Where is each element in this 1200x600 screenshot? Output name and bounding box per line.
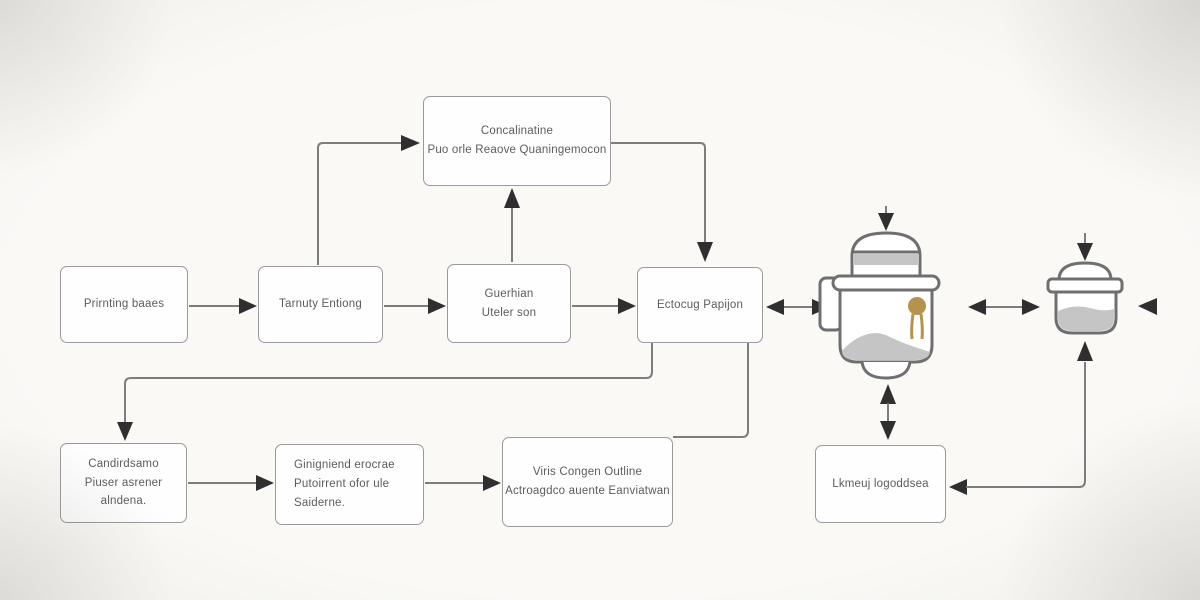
node-right-process: Lkmeuj logoddsea xyxy=(815,445,946,523)
arrow-top-step4 xyxy=(611,142,713,262)
arrow-step4-bottom1 xyxy=(117,343,653,441)
node-step4: Ectocug Papijon xyxy=(637,267,763,343)
arrow-step3-step4 xyxy=(572,298,636,314)
node-top-process: Concalinatine Puo orle Reaove Quaningemo… xyxy=(423,96,611,186)
node-step2: Tarnuty Entiong xyxy=(258,266,383,343)
arrow-bottom1-bottom2 xyxy=(188,475,274,491)
node-label: Uteler son xyxy=(481,306,537,319)
arrow-down-into-pot xyxy=(1077,233,1093,261)
node-bottom1: Candirdsamo Piuser asrener alndena. xyxy=(60,443,187,523)
node-label: Ectocug Papijon xyxy=(656,298,744,311)
node-label: Piuser asrener xyxy=(84,476,163,489)
node-label: Prirnting baaes xyxy=(83,298,165,311)
arrow-bottom2-bottom3 xyxy=(425,475,501,491)
pot-container-icon xyxy=(1046,261,1124,335)
arrow-right-box-pot-bidirectional xyxy=(949,341,1093,495)
node-label: Concalinatine xyxy=(480,125,554,138)
node-label: Putoirrent ofor ule xyxy=(294,478,390,491)
arrow-canister-right-box-bidirectional xyxy=(880,384,896,440)
node-label: Saiderne. xyxy=(294,496,346,509)
arrow-canister-pot-bidirectional xyxy=(968,299,1040,315)
connector-step4-bottom3 xyxy=(673,343,749,438)
node-label: Candirdsamo xyxy=(88,457,159,470)
arrow-into-pot-right xyxy=(1138,298,1157,315)
arrow-step2-top xyxy=(317,135,420,265)
canister-jar-icon xyxy=(818,231,941,380)
node-bottom2: Ginigniend erocrae Putoirrent ofor ule S… xyxy=(275,444,424,525)
node-bottom3: Viris Congen Outline Actroagdco auente E… xyxy=(502,437,673,527)
node-step1: Prirnting baaes xyxy=(60,266,188,343)
node-label: Ginigniend erocrae xyxy=(294,459,395,472)
arrow-step1-step2 xyxy=(189,298,257,314)
node-label: Guerhian xyxy=(484,287,534,300)
node-step3: Guerhian Uteler son xyxy=(447,264,571,343)
node-label: alndena. xyxy=(100,495,147,508)
node-label: Actroagdco auente Eanviatwan xyxy=(505,485,670,497)
arrow-down-into-canister xyxy=(878,206,894,231)
arrow-step2-step3 xyxy=(384,298,446,314)
node-label: Puo orle Reaove Quaningemocon xyxy=(427,144,607,156)
node-label: Lkmeuj logoddsea xyxy=(832,477,929,490)
node-label: Viris Congen Outline xyxy=(532,466,643,479)
node-label: Tarnuty Entiong xyxy=(279,298,362,311)
arrow-step3-top xyxy=(504,188,520,262)
